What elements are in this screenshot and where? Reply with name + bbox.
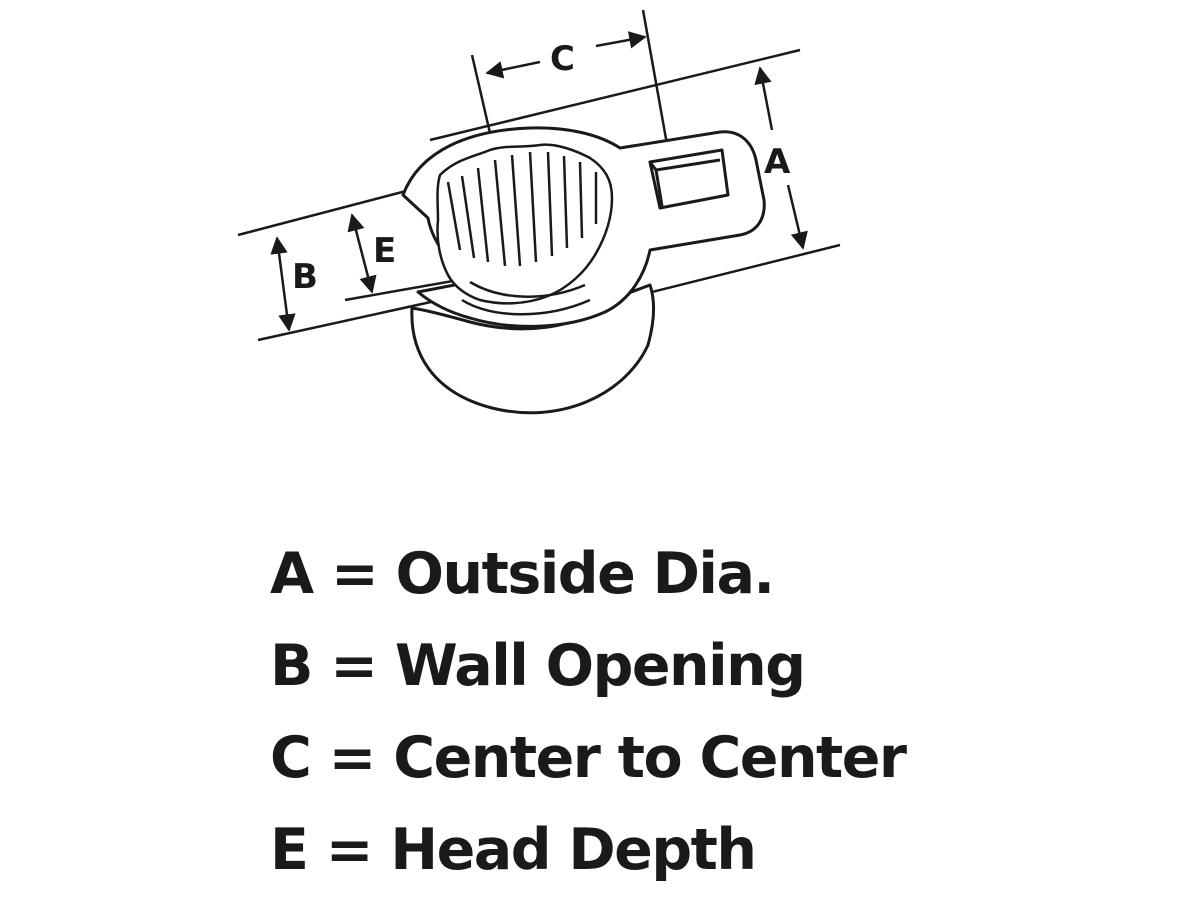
square-drive-icon — [648, 148, 730, 210]
dimension-arrow-c-right — [595, 31, 647, 49]
crowfoot-wrench-diagram: A B C E — [237, 9, 841, 415]
legend-item-outside-diameter: A = Outside Dia. — [270, 541, 775, 607]
dimension-arrow-a-lower — [786, 184, 808, 250]
extension-line-a-top — [429, 48, 801, 142]
dimension-arrows — [270, 31, 808, 332]
dimension-arrow-c-left — [485, 60, 541, 79]
dimension-label-e: E — [373, 231, 396, 271]
dimension-arrow-a-upper — [754, 66, 774, 131]
extension-line-b-bottom — [257, 298, 441, 342]
twelve-point-opening — [436, 143, 614, 316]
dimension-label-a: A — [764, 142, 791, 182]
extension-line-b-top — [237, 188, 411, 237]
dimension-arrow-b — [270, 236, 296, 332]
legend-item-head-depth: E = Head Depth — [270, 817, 757, 883]
dimension-arrow-e — [347, 213, 377, 294]
extension-line-e-bottom — [344, 276, 471, 302]
extension-line-c-right — [641, 9, 670, 151]
dimension-label-b: B — [292, 257, 318, 297]
legend-item-center-to-center: C = Center to Center — [270, 725, 907, 791]
dimension-legend: A = Outside Dia. B = Wall Opening C = Ce… — [270, 528, 907, 896]
dimension-label-c: C — [550, 39, 575, 79]
legend-item-wall-opening: B = Wall Opening — [270, 633, 806, 699]
